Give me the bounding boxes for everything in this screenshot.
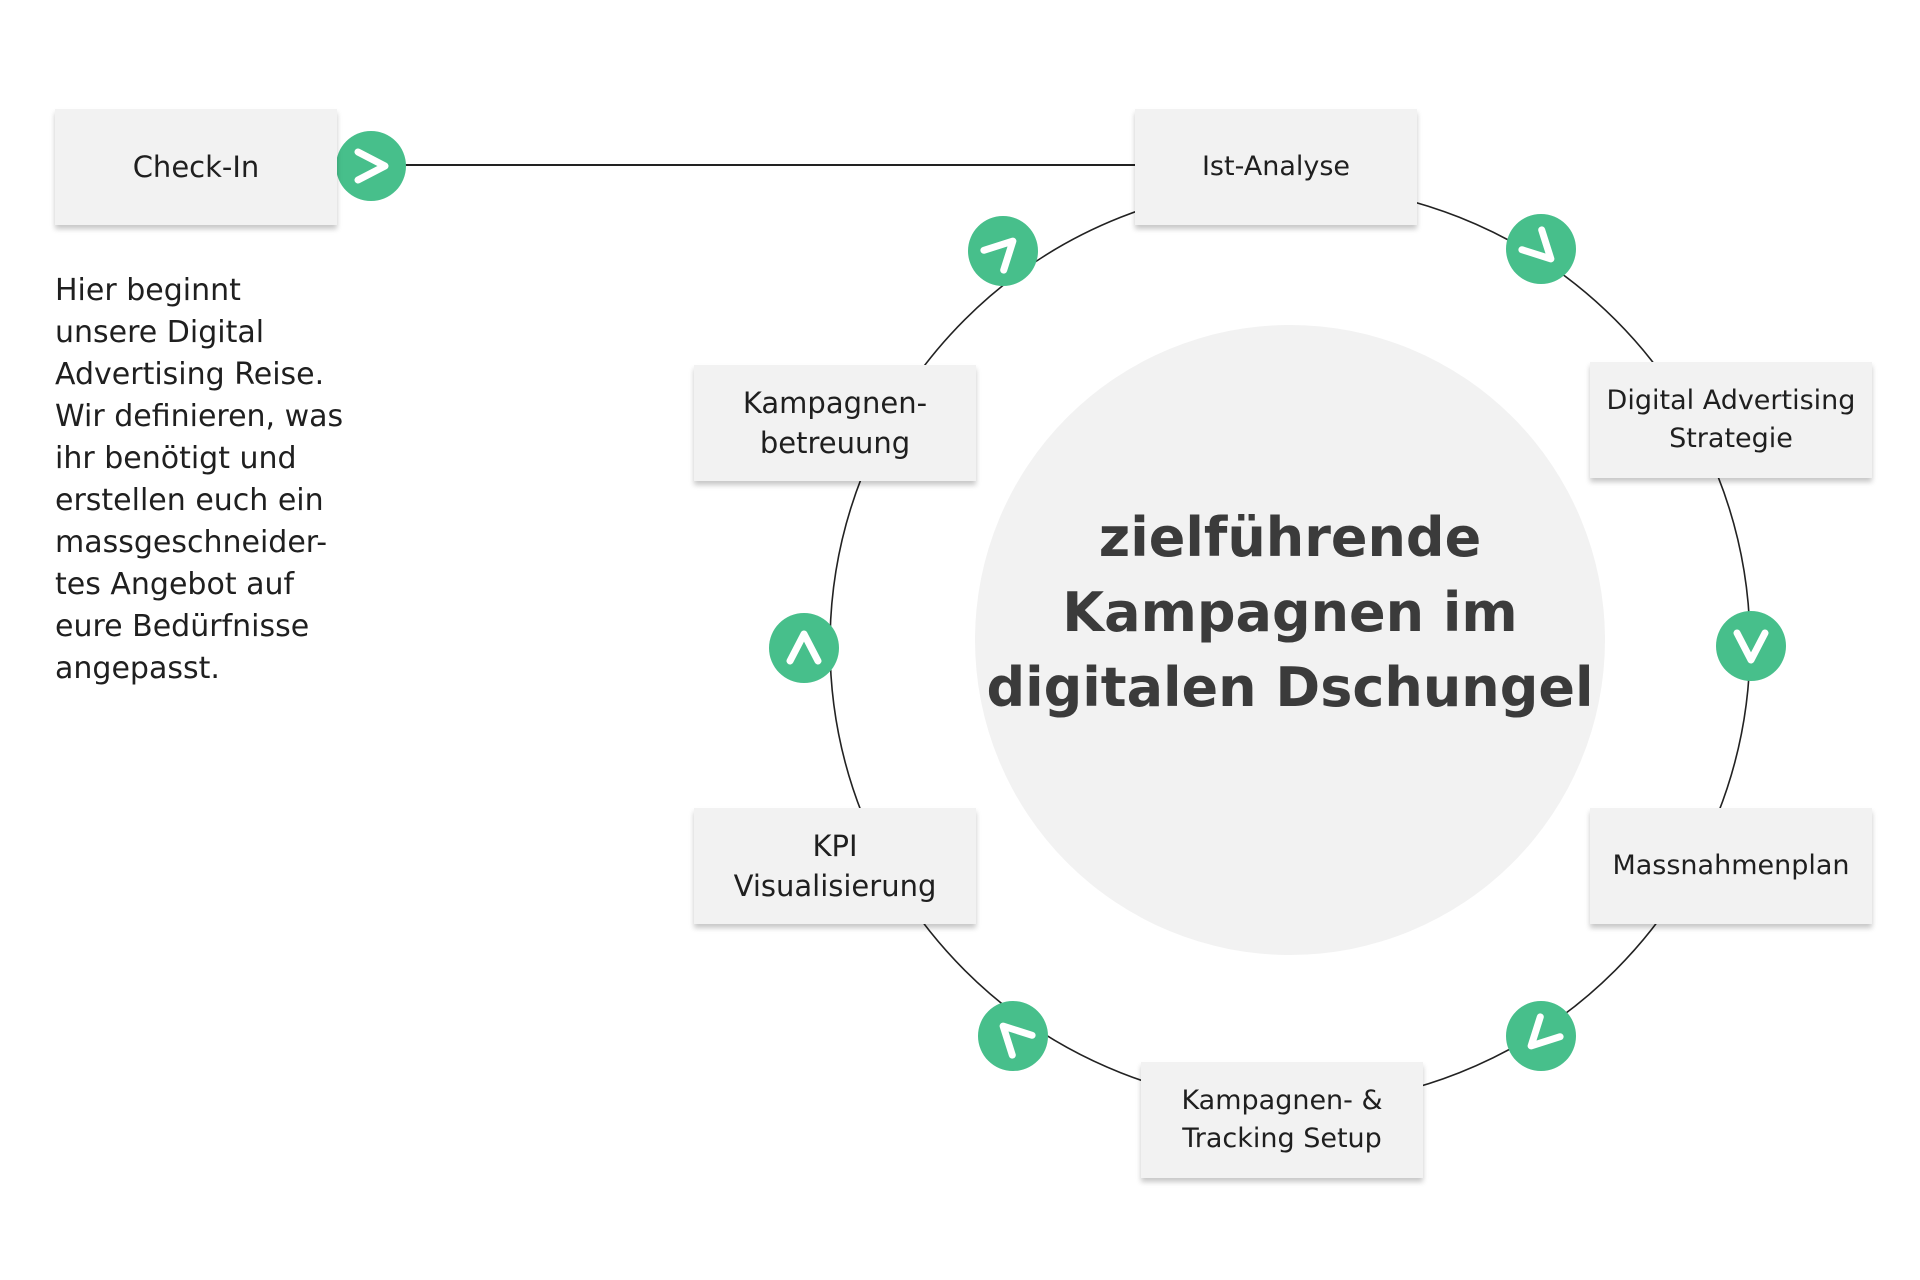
node-strategie-label: Digital Advertising Strategie bbox=[1606, 385, 1856, 454]
center-circle bbox=[975, 325, 1605, 955]
node-kpi-label: KPI Visualisierung bbox=[733, 829, 937, 903]
node-setup: Kampagnen- & Tracking Setup bbox=[1141, 1062, 1423, 1178]
node-massnahmenplan: Massnahmenplan bbox=[1590, 808, 1872, 924]
center-title: zielführende Kampagnen im digitalen Dsch… bbox=[986, 506, 1594, 719]
arrow-check-in-icon bbox=[336, 131, 406, 201]
node-setup-label: Kampagnen- & Tracking Setup bbox=[1181, 1085, 1383, 1154]
node-kpi: KPI Visualisierung bbox=[694, 808, 976, 924]
node-ist-analyse-label: Ist-Analyse bbox=[1201, 151, 1351, 182]
node-ist-analyse: Ist-Analyse bbox=[1135, 109, 1417, 225]
node-betreuung-label: Kampagnen- betreuung bbox=[742, 386, 928, 460]
arrow-betreuung-icon bbox=[968, 216, 1038, 286]
arrow-ist-analyse-icon bbox=[1506, 214, 1576, 284]
node-strategie: Digital Advertising Strategie bbox=[1590, 362, 1872, 478]
node-check-in: Check-In bbox=[55, 109, 337, 225]
node-massnahmenplan-label: Massnahmenplan bbox=[1612, 850, 1850, 881]
intro-text: Hier beginnt unsere Digital Advertising … bbox=[55, 273, 344, 686]
node-betreuung: Kampagnen- betreuung bbox=[694, 365, 976, 481]
node-check-in-label: Check-In bbox=[132, 150, 260, 184]
arrow-kpi-icon bbox=[769, 613, 839, 683]
arrow-strategie-icon bbox=[1716, 611, 1786, 681]
arrow-massnahmenplan-icon bbox=[1506, 1001, 1576, 1071]
arrow-setup-icon bbox=[978, 1001, 1048, 1071]
